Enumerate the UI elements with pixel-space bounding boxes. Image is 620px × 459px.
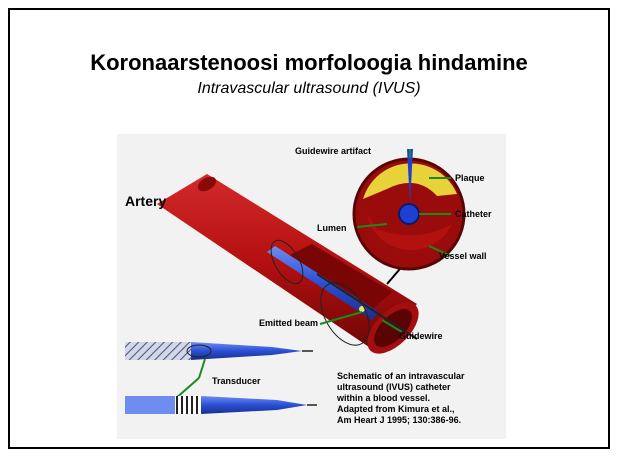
label-artery: Artery [125, 193, 166, 209]
catheter-cross-section [399, 204, 419, 224]
label-guidewire-artifact: Guidewire artifact [295, 146, 371, 156]
label-lumen: Lumen [317, 223, 347, 233]
slide-title: Koronaarstenoosi morfoloogia hindamine [10, 50, 608, 76]
ivus-schematic-figure: Guidewire artifact Plaque Catheter Lumen… [117, 134, 506, 439]
label-vessel-wall: Vessel wall [439, 251, 487, 261]
label-guidewire: Guidewire [399, 331, 443, 341]
label-plaque: Plaque [455, 173, 485, 183]
label-emitted-beam: Emitted beam [259, 318, 318, 328]
label-catheter: Catheter [455, 209, 492, 219]
slide-subtitle: Intravascular ultrasound (IVUS) [10, 80, 608, 98]
slide: Koronaarstenoosi morfoloogia hindamine I… [8, 8, 610, 449]
label-transducer: Transducer [212, 376, 261, 386]
